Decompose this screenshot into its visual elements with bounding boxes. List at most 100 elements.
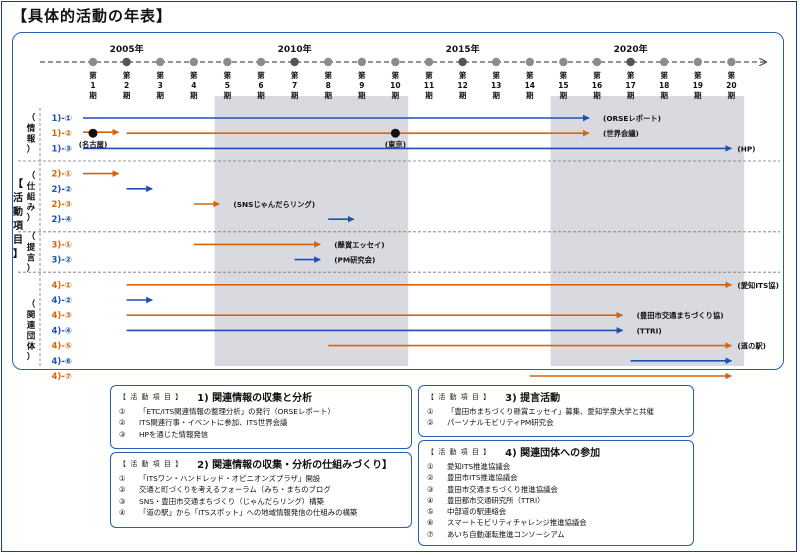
- group-label-char: （: [27, 112, 36, 123]
- row-id: 4)-①: [51, 281, 72, 291]
- period-label-prefix: 第: [123, 70, 131, 80]
- legend-title: 4) 関連団体への参加: [505, 448, 601, 459]
- activity-title-char: 】: [13, 247, 23, 260]
- activity-label: (愛知ITS協): [737, 281, 779, 290]
- legend-item: ①「ITSワン・ハンドレッド・オピニオンズプラザ」開設: [119, 473, 411, 484]
- year-marker-dot: [122, 57, 131, 67]
- legend-item-text: 中部道の駅連絡会: [447, 507, 507, 517]
- legend-tag: 【 活 動 項 目 】: [427, 447, 492, 456]
- period-label-prefix: 第: [425, 70, 433, 80]
- period-label-prefix: 第: [324, 70, 332, 80]
- legend-item-text: パーソナルモビリティPM研究会: [447, 418, 554, 428]
- period-label-prefix: 第: [593, 70, 601, 80]
- period-label-suffix: 期: [224, 90, 232, 100]
- group-label-char: 言: [27, 252, 36, 263]
- activity-label: (TTRI): [637, 326, 662, 335]
- period-label-prefix: 第: [526, 70, 534, 80]
- row-id: 4)-②: [51, 296, 72, 306]
- row-id: 1)-③: [51, 144, 72, 154]
- legend-item-number: ①: [427, 462, 434, 471]
- group-label-char: （: [27, 299, 36, 310]
- period-label-number: 8: [326, 81, 331, 90]
- period-label-suffix: 期: [123, 90, 131, 100]
- group-label-char: 報: [27, 133, 36, 144]
- row-id: 1)-②: [51, 129, 72, 139]
- row-id: 4)-⑥: [51, 357, 72, 367]
- period-label-suffix: 期: [190, 90, 198, 100]
- row-id: 2)-①: [51, 170, 72, 180]
- legend-item-text: あいち自動運転推進コンソーシアム: [447, 529, 565, 539]
- legend-item-number: ②: [427, 473, 434, 483]
- row-id: 2)-②: [51, 185, 72, 195]
- group-label-char: み: [27, 203, 36, 213]
- legend-item: ④「道の駅」から「ITSスポット」への地域情報発信の仕組みの構築: [119, 507, 411, 518]
- activity-label: (SNSじゃんだらリング): [233, 200, 315, 209]
- period-label-suffix: 期: [257, 90, 265, 100]
- legend-box-mechanism: 【 活 動 項 目 】 2) 関連情報の収集・分析の仕組みづくり】 ①「ITSワ…: [110, 452, 412, 528]
- period-dot: [424, 57, 434, 67]
- period-label-number: 15: [558, 81, 568, 90]
- period-label-number: 14: [525, 81, 535, 90]
- period-label-suffix: 期: [526, 90, 534, 100]
- year-marker-dot: [290, 57, 299, 67]
- group-label-char: 組: [27, 191, 36, 202]
- activity-title-char: 活: [13, 191, 23, 204]
- period-label-number: 11: [424, 81, 434, 90]
- period-label-prefix: 第: [190, 70, 198, 80]
- legend-box-proposal: 【 活 動 項 目 】 3) 提言活動 ①「豊田市まちづくり懸賞エッセイ」募集、…: [418, 385, 694, 437]
- shaded-period-band: [550, 96, 745, 366]
- period-label-suffix: 期: [89, 90, 97, 100]
- period-dot: [189, 57, 198, 67]
- period-label-number: 4: [191, 81, 196, 90]
- period-dot: [223, 57, 232, 67]
- period-label-suffix: 期: [291, 90, 299, 100]
- period-label-prefix: 第: [694, 70, 702, 80]
- row-id: 1)-①: [51, 114, 72, 124]
- period-label-number: 16: [592, 81, 602, 90]
- period-label-suffix: 期: [694, 90, 702, 100]
- period-label-number: 17: [625, 81, 635, 90]
- row-id: 4)-⑦: [51, 372, 72, 382]
- period-dot: [559, 57, 568, 67]
- period-label-number: 18: [659, 81, 669, 90]
- row-id: 3)-①: [51, 240, 72, 250]
- period-label-suffix: 期: [627, 90, 635, 100]
- group-label-char: （: [27, 231, 36, 242]
- legend-item-number: ④: [427, 495, 434, 505]
- group-label-char: ）: [27, 263, 36, 274]
- group-label-char: 連: [27, 320, 36, 331]
- activity-label: (HP): [737, 144, 755, 153]
- page-title: 【具体的活動の年表】: [12, 7, 173, 25]
- period-label-prefix: 第: [156, 70, 164, 80]
- activity-label: (道の駅): [737, 342, 766, 351]
- year-marker-dot: [626, 57, 635, 67]
- period-label-suffix: 期: [358, 90, 366, 100]
- period-label-prefix: 第: [560, 70, 568, 80]
- event-marker-label: (東京): [385, 140, 406, 149]
- year-label: 2005年: [110, 43, 144, 55]
- activity-label: (豊田市交通まちづくり協): [637, 311, 724, 320]
- group-label-char: 提: [27, 242, 36, 253]
- legend-item-number: ③: [427, 484, 434, 494]
- group-label-char: 関: [27, 310, 36, 321]
- legend-tag: 【 活 動 項 目 】: [119, 459, 184, 468]
- legend-item-text: 「豊田市まちづくり懸賞エッセイ」募集、愛知学泉大学と共催: [447, 407, 654, 416]
- period-label-suffix: 期: [425, 90, 433, 100]
- timeline-panel: [12, 32, 784, 370]
- legend-item-text: SNS・豊田市交通まちづくり（じゃんだらリング）構築: [139, 496, 324, 506]
- period-dot: [324, 57, 333, 67]
- legend-item-text: HPを通じた情報発信: [139, 429, 209, 439]
- legend-item-number: ②: [119, 485, 126, 495]
- period-label-number: 10: [390, 81, 400, 90]
